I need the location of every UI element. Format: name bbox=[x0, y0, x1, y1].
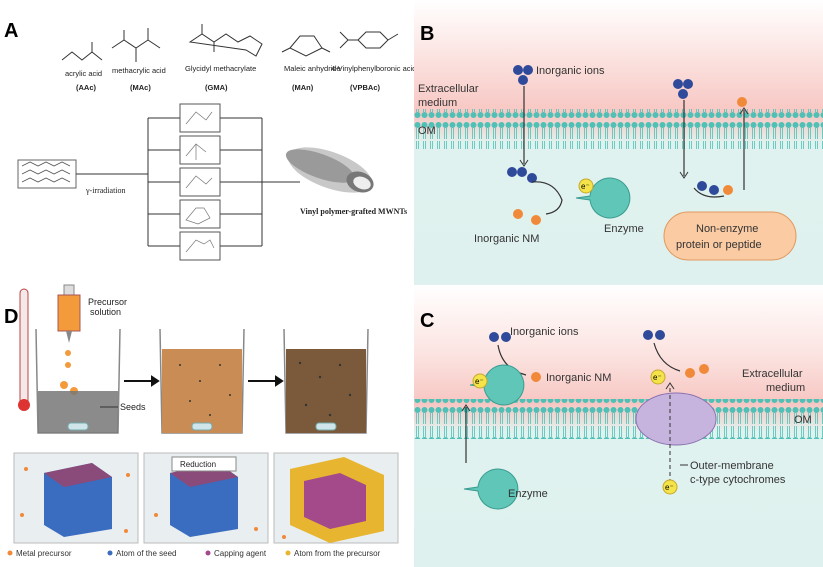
legend-capping-agent: Capping agent bbox=[214, 549, 267, 558]
beaker-3-liquid bbox=[286, 349, 366, 433]
enzyme-label: Enzyme bbox=[604, 223, 644, 235]
om-label: OM bbox=[794, 414, 812, 426]
panel-a: A acrylic acid methacrylic acid Glycidyl… bbox=[0, 0, 416, 285]
non-enzyme-line-1: Non-enzyme bbox=[696, 223, 758, 235]
inorganic-nm-label: Inorganic NM bbox=[474, 233, 539, 245]
panel-b-diagram: B Extracellular medium OM Inorganic ions bbox=[414, 0, 823, 285]
panel-b: B Extracellular medium OM Inorganic ions bbox=[414, 0, 823, 285]
outer-membrane bbox=[414, 399, 823, 439]
enzyme-icon-bottom bbox=[463, 468, 519, 510]
reduction-label: Reduction bbox=[180, 460, 216, 469]
product-label: Vinyl polymer-grafted MWNTs bbox=[300, 207, 407, 216]
non-enzyme-box bbox=[663, 211, 797, 261]
inorganic-ions-label: Inorganic ions bbox=[536, 65, 605, 77]
panel-a-diagram: acrylic acid methacrylic acid Glycidyl m… bbox=[17, 24, 416, 261]
gma-structure bbox=[188, 24, 263, 57]
electron-label-3: e⁻ bbox=[665, 483, 674, 492]
irradiation-label: γ-irradiation bbox=[85, 186, 126, 195]
panel-c-diagram: C Inorganic ions Inorganic NM Extracellu… bbox=[414, 285, 823, 567]
enzyme-label: Enzyme bbox=[508, 488, 548, 500]
non-enzyme-line-2: protein or peptide bbox=[676, 239, 762, 251]
medium-line-2: medium bbox=[766, 382, 805, 394]
thermometer-icon bbox=[19, 288, 29, 410]
seed-cube-1 bbox=[44, 463, 112, 537]
panel-b-label: B bbox=[420, 23, 434, 45]
enzyme-icon-top: e⁻ bbox=[469, 364, 525, 406]
precursor-line-1: Precursor bbox=[88, 297, 127, 307]
acrylic-acid-structure bbox=[61, 42, 103, 61]
panel-a-label: A bbox=[4, 20, 19, 42]
methacrylic-acid-structure bbox=[111, 28, 161, 62]
electron-label-2: e⁻ bbox=[653, 373, 662, 382]
grafted-mwnt-icon bbox=[285, 147, 374, 193]
legend-precursor-atom: Atom from the precursor bbox=[294, 549, 381, 558]
medium-line-2: medium bbox=[418, 97, 457, 109]
molecule-abbr-1: (AAc) bbox=[76, 83, 97, 92]
molecule-abbr-2: (MAc) bbox=[130, 83, 151, 92]
grown-cube bbox=[290, 457, 384, 543]
panel-d-diagram: D Precursor solution bbox=[4, 284, 399, 558]
molecule-abbr-4: (MAn) bbox=[292, 83, 314, 92]
molecule-name-4: Maleic anhydride bbox=[284, 64, 341, 73]
electron-label: e⁻ bbox=[581, 182, 590, 191]
panel-d: D Precursor solution bbox=[0, 284, 410, 567]
outer-membrane bbox=[414, 109, 823, 149]
cytochrome-icon bbox=[635, 392, 717, 446]
panel-d-label: D bbox=[4, 306, 18, 328]
electron-label-1: e⁻ bbox=[475, 377, 484, 386]
molecule-name-5: 4-Vinylphenylboronic acid bbox=[331, 64, 416, 73]
maleic-anhydride-structure bbox=[281, 35, 331, 57]
cytochromes-line-2: c-type cytochromes bbox=[690, 474, 786, 486]
legend-seed-atom: Atom of the seed bbox=[116, 549, 176, 558]
precursor-line-2: solution bbox=[90, 307, 121, 317]
molecule-name-2: methacrylic acid bbox=[112, 66, 166, 75]
seeds-label: Seeds bbox=[120, 402, 146, 412]
inorganic-nm-label: Inorganic NM bbox=[546, 372, 611, 384]
vpbac-structure bbox=[339, 31, 399, 49]
molecule-name-1: acrylic acid bbox=[65, 69, 102, 78]
inorganic-ions-label: Inorganic ions bbox=[510, 326, 579, 338]
molecule-name-3: Glycidyl methacrylate bbox=[185, 64, 256, 73]
seed-cube-2: Reduction bbox=[170, 456, 238, 537]
om-label: OM bbox=[418, 125, 436, 137]
panel-c: C Inorganic ions Inorganic NM Extracellu… bbox=[414, 285, 823, 567]
cytochromes-line-1: Outer-membrane bbox=[690, 460, 774, 472]
legend-metal-precursor: Metal precursor bbox=[16, 549, 72, 558]
molecule-abbr-5: (VPBAc) bbox=[350, 83, 381, 92]
nanotube-icon bbox=[17, 159, 77, 189]
syringe-icon bbox=[57, 284, 81, 343]
medium-line-1: Extracellular bbox=[418, 83, 479, 95]
enzyme-icon: e⁻ bbox=[575, 177, 631, 219]
beaker-2-liquid bbox=[162, 349, 242, 433]
panel-c-label: C bbox=[420, 310, 434, 332]
medium-line-1: Extracellular bbox=[742, 368, 803, 380]
molecule-abbr-3: (GMA) bbox=[205, 83, 228, 92]
